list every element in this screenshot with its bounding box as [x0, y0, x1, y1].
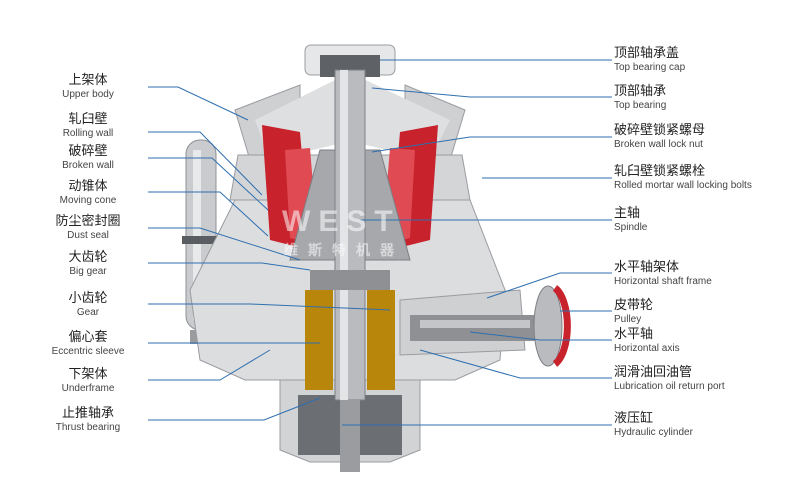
- label-pulley: 皮带轮 Pulley: [614, 299, 653, 325]
- label-zh: 防尘密封圈: [55, 214, 121, 229]
- label-en: Broken wall: [62, 160, 114, 171]
- label-moving-cone: 动锥体 Moving cone: [28, 180, 148, 206]
- label-en: Gear: [76, 307, 100, 318]
- label-horizontal-axis: 水平轴 Horizontal axis: [614, 328, 680, 354]
- label-en: Rolling wall: [62, 128, 114, 139]
- label-en: Eccentric sleeve: [51, 346, 125, 357]
- label-locking-bolts: 轧臼壁锁紧螺栓 Rolled mortar wall locking bolts: [614, 165, 752, 191]
- label-en: Rolled mortar wall locking bolts: [614, 180, 752, 191]
- label-zh: 大齿轮: [68, 250, 108, 265]
- label-en: Pulley: [614, 314, 642, 325]
- label-underframe: 下架体 Underframe: [28, 368, 148, 394]
- label-en: Moving cone: [59, 195, 117, 206]
- label-en: Dust seal: [67, 230, 109, 241]
- label-zh: 动锥体: [68, 179, 108, 194]
- label-zh: 偏心套: [68, 330, 108, 345]
- label-zh: 顶部轴承盖: [614, 46, 680, 61]
- label-broken-wall-lock-nut: 破碎壁锁紧螺母 Broken wall lock nut: [614, 124, 705, 150]
- label-thrust-bearing: 止推轴承 Thrust bearing: [28, 407, 148, 433]
- label-en: Horizontal shaft frame: [614, 276, 712, 287]
- label-broken-wall: 破碎壁 Broken wall: [28, 145, 148, 171]
- watermark-latin: WEST: [282, 205, 401, 238]
- label-zh: 轧臼壁锁紧螺栓: [614, 164, 706, 179]
- label-oil-return-port: 润滑油回油管 Lubrication oil return port: [614, 366, 725, 392]
- label-zh: 小齿轮: [68, 291, 108, 306]
- label-zh: 液压缸: [614, 411, 654, 426]
- label-horizontal-shaft-frame: 水平轴架体 Horizontal shaft frame: [614, 261, 712, 287]
- label-hydraulic-cylinder: 液压缸 Hydraulic cylinder: [614, 412, 693, 438]
- label-rolling-wall: 轧臼壁 Rolling wall: [28, 113, 148, 139]
- label-zh: 止推轴承: [61, 406, 114, 421]
- label-zh: 顶部轴承: [614, 84, 667, 99]
- label-en: Top bearing cap: [614, 62, 686, 73]
- label-zh: 轧臼壁: [68, 112, 108, 127]
- label-zh: 上架体: [68, 73, 108, 88]
- label-top-bearing-cap: 顶部轴承盖 Top bearing cap: [614, 47, 685, 73]
- label-zh: 下架体: [68, 367, 108, 382]
- label-eccentric-sleeve: 偏心套 Eccentric sleeve: [28, 331, 148, 357]
- label-zh: 皮带轮: [614, 298, 654, 313]
- watermark-cn: 维斯特机器: [284, 242, 404, 258]
- label-en: Broken wall lock nut: [614, 139, 703, 150]
- label-gear: 小齿轮 Gear: [28, 292, 148, 318]
- label-en: Top bearing: [614, 100, 667, 111]
- label-zh: 水平轴架体: [614, 260, 680, 275]
- label-en: Lubrication oil return port: [614, 381, 725, 392]
- label-upper-body: 上架体 Upper body: [28, 74, 148, 100]
- label-zh: 破碎壁: [68, 144, 108, 159]
- label-dust-seal: 防尘密封圈 Dust seal: [28, 215, 148, 241]
- label-en: Big gear: [69, 266, 107, 277]
- label-zh: 润滑油回油管: [614, 365, 693, 380]
- label-spindle: 主轴 Spindle: [614, 207, 647, 233]
- horizontal-shaft-assembly: [399, 285, 571, 367]
- label-big-gear: 大齿轮 Big gear: [28, 251, 148, 277]
- leader-lines-left: [148, 86, 391, 421]
- label-zh: 水平轴: [614, 327, 654, 342]
- label-en: Thrust bearing: [55, 422, 121, 433]
- label-en: Hydraulic cylinder: [614, 427, 693, 438]
- label-zh: 主轴: [614, 206, 641, 221]
- label-en: Upper body: [62, 89, 114, 100]
- label-top-bearing: 顶部轴承 Top bearing: [614, 85, 666, 111]
- leader-lines-right: [342, 59, 612, 426]
- label-en: Underframe: [61, 383, 115, 394]
- crushing-walls: [262, 125, 438, 250]
- label-en: Spindle: [614, 222, 648, 233]
- spindle-shaft: [334, 69, 366, 472]
- label-zh: 破碎壁锁紧螺母: [614, 123, 706, 138]
- label-en: Horizontal axis: [614, 343, 680, 354]
